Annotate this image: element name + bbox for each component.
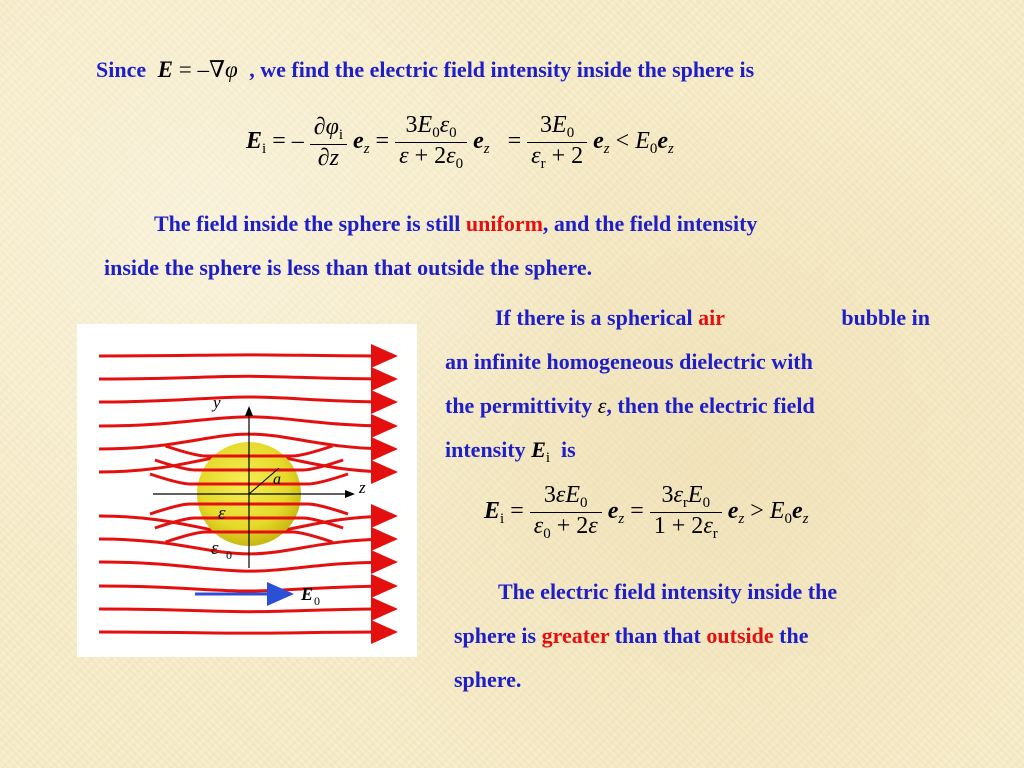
e0-sub: 0	[314, 594, 320, 608]
epsilon0-label: ε	[211, 538, 219, 559]
field-line	[98, 597, 398, 622]
para2-line1a: If there is a spherical	[495, 305, 699, 330]
radius-label: a	[273, 471, 281, 488]
y-label: y	[211, 393, 221, 412]
paragraph-air-bubble: If there is a spherical air bubble in an…	[445, 296, 930, 480]
paragraph-uniform-line1: The field inside the sphere is still uni…	[104, 202, 944, 246]
air-highlight: air	[698, 305, 725, 330]
field-line	[98, 343, 398, 368]
para2-line3a: the permittivity	[445, 393, 598, 418]
e0-label: E	[300, 584, 313, 604]
para2-line3b: , then the electric field	[606, 393, 815, 418]
para2-line3: the permittivity ε, then the electric fi…	[445, 384, 930, 428]
radius-line	[248, 467, 280, 495]
paragraph-uniform-line2: inside the sphere is less than that outs…	[104, 255, 593, 280]
para2-is: is	[561, 437, 576, 462]
epsilon-label: ε	[218, 503, 226, 524]
y-axis-arrow-icon	[245, 406, 253, 416]
para2-line4: intensity	[445, 437, 532, 462]
z-axis-arrow-icon	[345, 490, 355, 498]
greater-highlight: greater	[541, 623, 610, 648]
paragraph-uniform: The field inside the sphere is still uni…	[104, 202, 944, 290]
para1-part2: , and the field intensity	[542, 211, 758, 236]
para2-line4: intensity Ei is	[445, 437, 576, 466]
para3-line2: sphere is greater than that outside the	[454, 614, 944, 658]
field-lines-svg: y z a ε ε 0 E 0	[98, 343, 398, 645]
para1-part1: The field inside the sphere is still	[154, 211, 466, 236]
field-line	[98, 413, 398, 438]
para3-line2c: the	[773, 623, 809, 648]
para2-line1: If there is a spherical air bubble in	[445, 296, 930, 340]
epsilon0-sub: 0	[226, 548, 232, 562]
para3-line2a: sphere is	[454, 623, 542, 648]
field-line	[98, 620, 398, 645]
field-line	[98, 389, 398, 414]
intro-rest: , we find the electric field intensity i…	[249, 57, 755, 82]
paragraph-greater: The electric field intensity inside the …	[454, 570, 944, 702]
para2-line2: an infinite homogeneous dielectric with	[445, 349, 813, 374]
permittivity-symbol: ε	[597, 393, 607, 418]
field-line	[98, 550, 398, 575]
z-label: z	[358, 478, 366, 497]
grad-formula: E = –∇φ	[157, 57, 238, 82]
para3-line2b: than that	[609, 623, 707, 648]
uniform-highlight: uniform	[465, 211, 543, 236]
field-line	[98, 574, 398, 599]
para3-line3: sphere.	[454, 667, 522, 692]
field-line	[98, 366, 398, 391]
intro-line: Since E = –∇φ , we find the electric fie…	[96, 48, 754, 92]
intro-since: Since	[96, 57, 147, 82]
para2-line1b: bubble in	[841, 305, 930, 330]
para3-line1: The electric field intensity inside the	[498, 579, 838, 604]
field-diagram: y z a ε ε 0 E 0	[77, 324, 417, 657]
outside-highlight: outside	[706, 623, 774, 648]
